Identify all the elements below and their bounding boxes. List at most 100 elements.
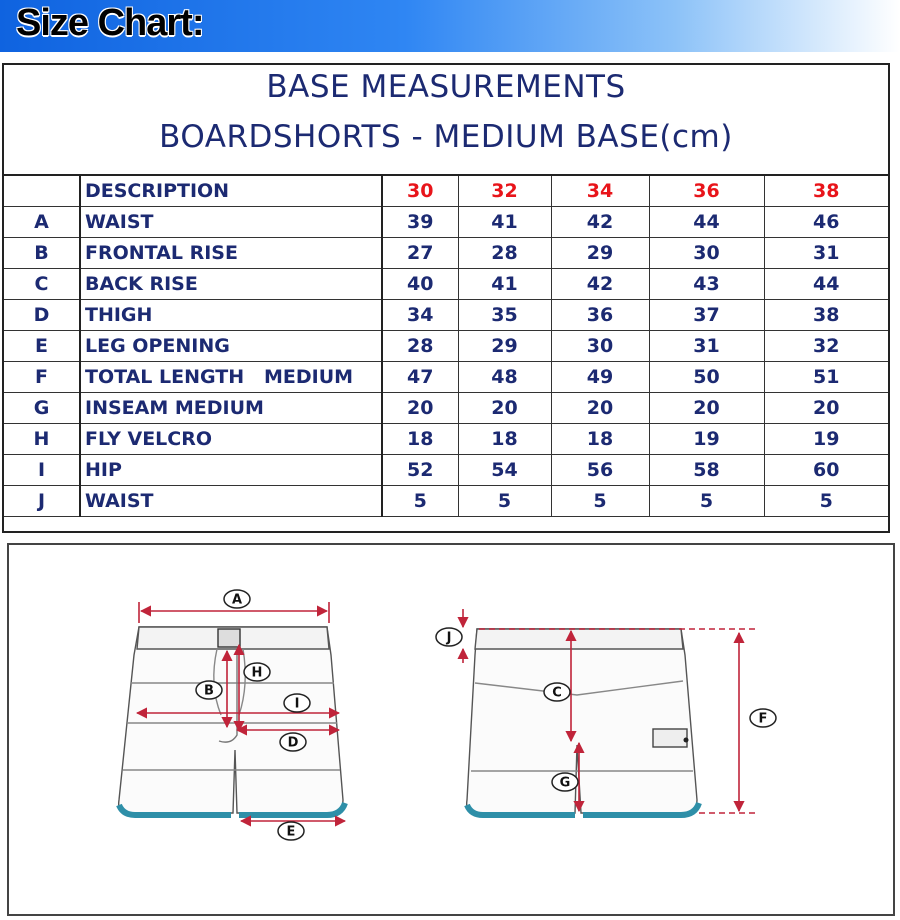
measurement-cell: 44 — [648, 206, 765, 238]
measurement-cell: 43 — [648, 268, 765, 300]
page-title: Size Chart: — [16, 2, 204, 44]
label-circle-back-2: F — [749, 708, 777, 728]
measurement-cell: 46 — [763, 206, 888, 238]
row-code: H — [4, 423, 81, 455]
label-text: F — [759, 712, 768, 727]
back-measure-lines — [457, 609, 755, 814]
measurement-cell: 27 — [381, 237, 459, 269]
label-text: H — [252, 666, 263, 681]
row-code: C — [4, 268, 81, 300]
row-description: HIP — [79, 454, 383, 486]
measurement-cell: 30 — [648, 237, 765, 269]
row-code: D — [4, 299, 81, 331]
size-header-34: 34 — [550, 174, 650, 207]
label-circle-front-1: B — [195, 680, 223, 700]
measurement-cell: 49 — [550, 361, 650, 393]
row-description: THIGH — [79, 299, 383, 331]
label-text: G — [560, 776, 571, 791]
measurement-cell: 44 — [763, 268, 888, 300]
boardshorts-diagram: A B H I D E J C F G — [116, 589, 777, 841]
front-hem — [116, 801, 348, 818]
measurement-cell: 40 — [381, 268, 459, 300]
row-code: A — [4, 206, 81, 238]
label-text: A — [232, 593, 242, 608]
chart-subtitle: BOARDSHORTS - MEDIUM BASE(cm) — [159, 119, 733, 155]
measurement-cell: 36 — [550, 299, 650, 331]
measurement-cell: 35 — [457, 299, 552, 331]
measurement-cell: 54 — [457, 454, 552, 486]
size-header-38: 38 — [763, 174, 888, 207]
header-bar: Size Chart: — [0, 0, 900, 52]
measurement-cell: 50 — [648, 361, 765, 393]
label-text: B — [204, 684, 214, 699]
measurement-cell: 58 — [648, 454, 765, 486]
size-header-36: 36 — [648, 174, 765, 207]
row-code: I — [4, 454, 81, 486]
measurement-cell: 19 — [648, 423, 765, 455]
measurement-cell: 19 — [763, 423, 888, 455]
measurement-cell: 5 — [763, 485, 888, 517]
measurement-cell: 47 — [381, 361, 459, 393]
measurement-cell: 48 — [457, 361, 552, 393]
measurement-cell: 29 — [550, 237, 650, 269]
label-text: D — [288, 736, 299, 751]
measurement-cell: 29 — [457, 330, 552, 362]
size-header-32: 32 — [457, 174, 552, 207]
label-circle-back-1: C — [543, 682, 571, 702]
measurement-cell: 31 — [648, 330, 765, 362]
row-description: WAIST — [79, 206, 383, 238]
row-description: LEG OPENING — [79, 330, 383, 362]
code-header-cell — [4, 174, 81, 207]
measurement-diagram: A B H I D E J C F G — [7, 543, 895, 916]
label-text: J — [446, 631, 452, 646]
measurement-cell: 28 — [457, 237, 552, 269]
chart-title: BASE MEASUREMENTS — [266, 69, 626, 105]
measurement-cell: 28 — [381, 330, 459, 362]
label-circle-front-0: A — [223, 589, 251, 609]
label-circle-front-4: D — [279, 732, 307, 752]
label-circle-front-5: E — [277, 821, 305, 841]
measurement-cell: 18 — [457, 423, 552, 455]
back-hem — [464, 801, 702, 818]
measurement-cell: 5 — [550, 485, 650, 517]
label-circle-back-0: J — [435, 627, 463, 647]
front-measure-lines — [135, 602, 347, 827]
measurement-cell: 5 — [648, 485, 765, 517]
measurement-cell: 20 — [457, 392, 552, 424]
measurement-cell: 52 — [381, 454, 459, 486]
measurement-cell: 20 — [550, 392, 650, 424]
measurement-cell: 20 — [381, 392, 459, 424]
measurement-cell: 41 — [457, 206, 552, 238]
size-header-30: 30 — [381, 174, 459, 207]
measurement-cell: 41 — [457, 268, 552, 300]
measurement-cell: 20 — [648, 392, 765, 424]
measurement-cell: 37 — [648, 299, 765, 331]
table-header-row: DESCRIPTION 30 32 34 36 38 — [4, 174, 888, 207]
row-code: B — [4, 237, 81, 269]
label-circle-front-3: I — [283, 693, 311, 713]
measurement-cell: 42 — [550, 268, 650, 300]
measurement-cell: 30 — [550, 330, 650, 362]
row-code: F — [4, 361, 81, 393]
measurement-cell: 56 — [550, 454, 650, 486]
row-description: FRONTAL RISE — [79, 237, 383, 269]
measurement-cell: 18 — [381, 423, 459, 455]
description-header: DESCRIPTION — [79, 174, 383, 207]
measurement-cell: 5 — [381, 485, 459, 517]
label-text: C — [552, 686, 562, 701]
label-text: E — [287, 825, 296, 840]
measurement-cell: 39 — [381, 206, 459, 238]
label-text: I — [295, 697, 300, 712]
row-description: INSEAM MEDIUM — [79, 392, 383, 424]
measurement-cell: 38 — [763, 299, 888, 331]
measurement-cell: 42 — [550, 206, 650, 238]
measurement-cell: 20 — [763, 392, 888, 424]
